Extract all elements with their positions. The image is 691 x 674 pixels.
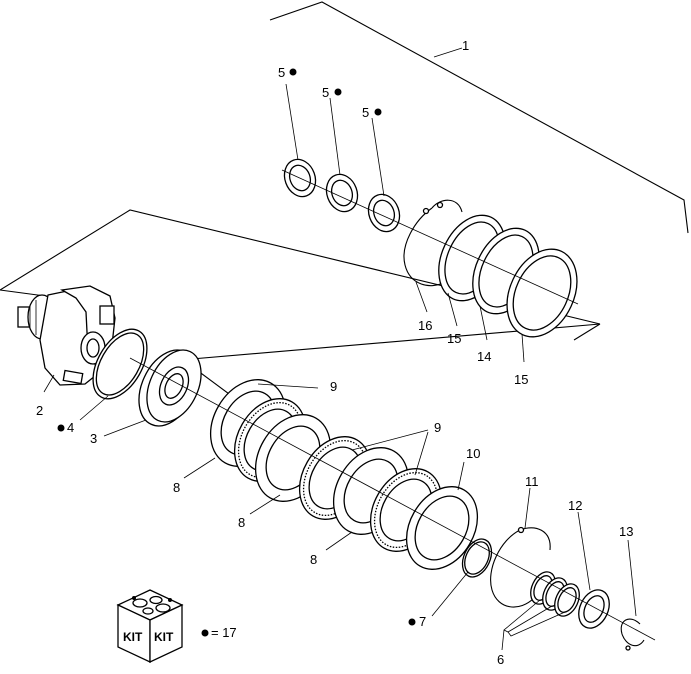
part-labels: 1 2 3 4 5 5 5 6 7 8 8 8 9 9 10 11 12 13 … — [36, 38, 633, 667]
kit-label-left: KIT — [123, 630, 143, 644]
snap-ring-13 — [620, 618, 645, 651]
label-6: 6 — [497, 652, 504, 667]
lower-axis-line — [129, 357, 656, 641]
retaining-ring-16 — [403, 199, 463, 287]
bullet-dot-5a — [289, 68, 297, 76]
bullet-dot-7 — [408, 618, 416, 626]
snap-ring-11 — [490, 526, 551, 608]
seal-rings-6 — [530, 571, 580, 617]
label-15a: 15 — [447, 331, 461, 346]
label-4: 4 — [67, 420, 74, 435]
kit-box-icon: KIT KIT — [116, 589, 184, 664]
assembly-bracket-1 — [269, 1, 689, 234]
label-1: 1 — [462, 38, 469, 53]
label-16: 16 — [418, 318, 432, 333]
snap-ring-5c — [367, 193, 401, 233]
label-5c: 5 — [362, 105, 369, 120]
kit-legend-text: = 17 — [211, 625, 237, 640]
label-5a: 5 — [278, 65, 285, 80]
upper-axis-line — [281, 169, 579, 305]
label-13: 13 — [619, 524, 633, 539]
label-11: 11 — [525, 474, 539, 489]
label-5b: 5 — [322, 85, 329, 100]
bullet-dot-5b — [334, 88, 342, 96]
kit-bullet-dot — [201, 629, 209, 637]
label-9a: 9 — [330, 379, 337, 394]
label-3: 3 — [90, 431, 97, 446]
o-ring-4 — [92, 328, 148, 400]
label-9b: 9 — [434, 420, 441, 435]
label-12: 12 — [568, 498, 582, 513]
pressure-plate-10 — [405, 486, 479, 570]
label-15b: 15 — [514, 372, 528, 387]
bullet-dot-5c — [374, 108, 382, 116]
label-2: 2 — [36, 403, 43, 418]
label-8c: 8 — [310, 552, 317, 567]
label-7: 7 — [419, 614, 426, 629]
snap-ring-5b — [325, 173, 359, 213]
leader-lines — [43, 83, 637, 651]
piston-3 — [138, 349, 202, 427]
label-10: 10 — [466, 446, 480, 461]
kit-label-right: KIT — [154, 630, 174, 644]
label-8a: 8 — [173, 480, 180, 495]
label-8b: 8 — [238, 515, 245, 530]
washer-12 — [578, 589, 610, 629]
label-14: 14 — [477, 349, 491, 364]
bullet-dot-4 — [57, 424, 65, 432]
ring-15b — [506, 248, 578, 338]
